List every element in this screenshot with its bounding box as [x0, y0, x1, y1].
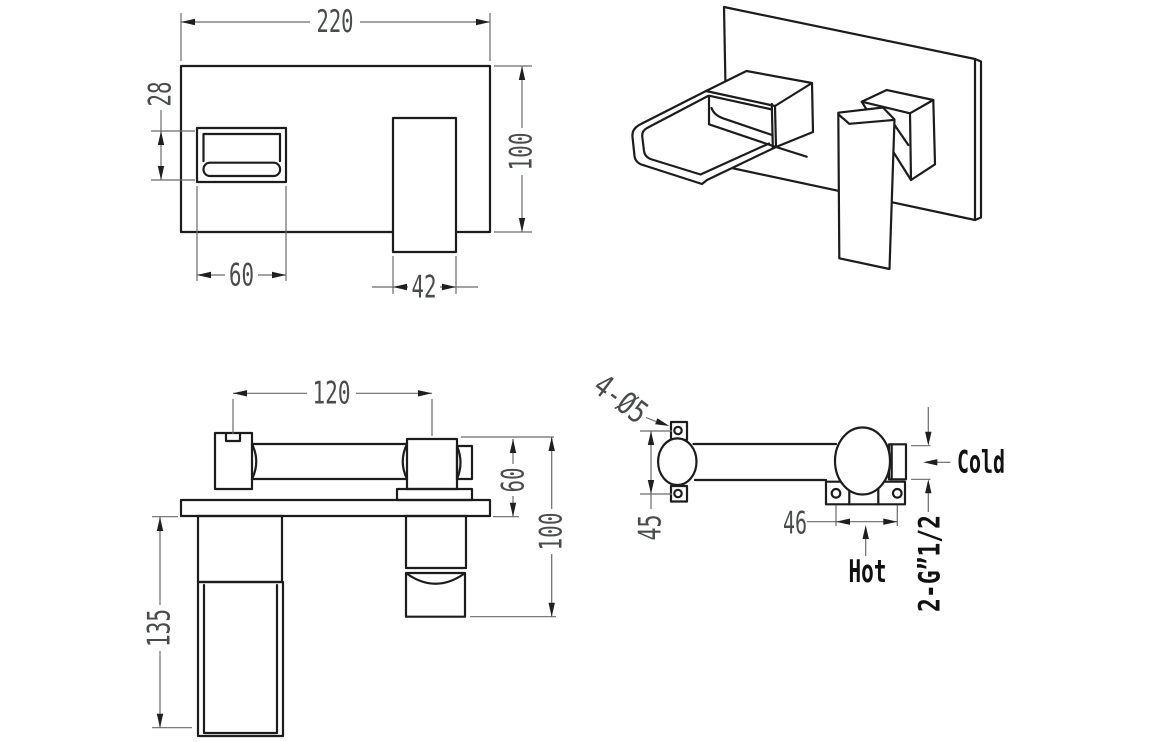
dim-mount-hole-spacing: 45	[633, 515, 669, 541]
dim-220-lines	[180, 13, 491, 61]
dim-100-lines	[494, 65, 532, 233]
dim-120-arrow-right	[418, 390, 432, 397]
dim-220-arrow-left	[181, 18, 195, 26]
iso-spout-weir	[707, 94, 778, 149]
thread-span-lines	[911, 407, 931, 512]
mount-hole-top	[673, 425, 683, 436]
label-thread: 2-G”1/2	[913, 515, 947, 612]
dim-100s-arrow-top	[548, 437, 555, 451]
front-view: 220 100 28 60 42	[143, 4, 540, 306]
valve-connection-circle	[833, 426, 892, 496]
dim-spout-opening-height: 28	[143, 82, 179, 107]
spout-body-inner	[202, 583, 279, 735]
thread-arrow-top	[925, 431, 932, 446]
body-arm	[250, 442, 409, 481]
dim-plate-width: 220	[317, 4, 354, 40]
hot-arrow	[862, 525, 869, 539]
spout-mount-notch	[224, 431, 242, 443]
dim-60-arrow-right	[272, 271, 286, 279]
dim-handle-width: 42	[412, 270, 437, 306]
valve-flange	[395, 487, 474, 502]
dim-60-arrow-left	[197, 271, 211, 279]
iso-spout-box-corner	[770, 102, 774, 149]
spout-base-side	[196, 514, 284, 584]
rear-bar	[692, 442, 838, 482]
mount-hole-bottom	[673, 488, 683, 499]
side-view: 120 60 100 135	[142, 376, 570, 738]
iso-lever	[837, 106, 896, 271]
dim-inlet-screw-spacing: 46	[783, 506, 807, 542]
valve-body-side	[404, 514, 468, 570]
spout-connection-circle	[656, 437, 698, 487]
handle-front	[391, 116, 458, 254]
body-arm-end-arcs	[250, 442, 409, 481]
dim-mount-holes: 4-Ø5	[587, 368, 655, 432]
dim-60s-lines	[461, 436, 554, 518]
iso-spout-silhouette	[631, 69, 815, 186]
callout-arrow	[655, 418, 670, 426]
dim-46-arrow-right	[883, 518, 898, 525]
thread-arrow-bottom	[925, 479, 932, 494]
dim-42-arrow-left	[393, 283, 407, 291]
dim-spout-width: 60	[229, 258, 254, 294]
dim-spout-length: 135	[142, 609, 178, 647]
rear-view: 4-Ø5 45 46 Hot Cold 2-G”1/2	[587, 368, 1005, 612]
dim-135-lines	[152, 516, 192, 729]
dim-plate-height: 100	[504, 133, 540, 171]
valve-cap	[455, 444, 474, 481]
dim-body-height: 60	[496, 468, 532, 493]
dim-45-arrow-bottom	[647, 480, 655, 494]
dim-60-lines	[196, 186, 287, 281]
dim-60s-arrow-bottom	[509, 502, 517, 517]
iso-spout-inner-rim	[641, 94, 771, 176]
inlet-screw-hole-right	[891, 487, 903, 499]
spout-body-side	[196, 580, 285, 738]
dim-45-arrow-top	[647, 431, 655, 445]
dim-135-arrow-top	[156, 517, 164, 531]
callout-leader	[645, 416, 657, 423]
iso-spout-pour-lip	[710, 106, 774, 137]
dim-100-arrow-top	[518, 66, 526, 80]
label-cold: Cold	[957, 445, 1005, 481]
dim-42-lines	[372, 256, 478, 294]
iso-lever-top-edge	[837, 113, 895, 125]
dim-46-lines	[807, 505, 898, 526]
dim-135-arrow-bottom	[156, 713, 164, 728]
wall-plate-side	[179, 498, 492, 518]
iso-spout-base-edge	[774, 145, 808, 158]
isometric-view	[631, 5, 983, 271]
wall-plate-front	[179, 64, 492, 234]
dim-100s-arrow-bottom	[548, 602, 555, 617]
inlet-screw-hole-left	[830, 487, 842, 499]
dim-100-arrow-bottom	[518, 218, 526, 232]
label-hot: Hot	[849, 554, 887, 590]
spout-waterfall-slot	[202, 161, 282, 178]
dim-28-lines	[151, 110, 195, 181]
iso-plate-thickness	[973, 57, 983, 222]
handle-side	[404, 571, 467, 618]
cold-arrow	[923, 459, 938, 466]
dim-28-arrow-top	[157, 131, 165, 145]
dim-42-arrow-right	[442, 283, 456, 291]
handle-side-arc	[406, 573, 465, 585]
iso-spout-box-edges	[704, 81, 814, 149]
spout-inner-frame	[202, 132, 282, 163]
dim-handle-drop: 100	[534, 513, 570, 551]
dim-60s-arrow-top	[509, 439, 517, 453]
dim-120-arrow-left	[233, 390, 247, 397]
spout-outline-front	[195, 126, 288, 184]
valve-block	[405, 437, 459, 491]
dim-center-distance: 120	[313, 376, 351, 412]
iso-valve-edges	[860, 98, 935, 182]
dim-46-arrow-left	[836, 518, 850, 525]
dim-120-lines	[232, 392, 433, 436]
valve-cap-arc	[455, 444, 462, 481]
dim-220-arrow-right	[476, 18, 490, 26]
dim-28-arrow-bottom	[157, 166, 165, 180]
